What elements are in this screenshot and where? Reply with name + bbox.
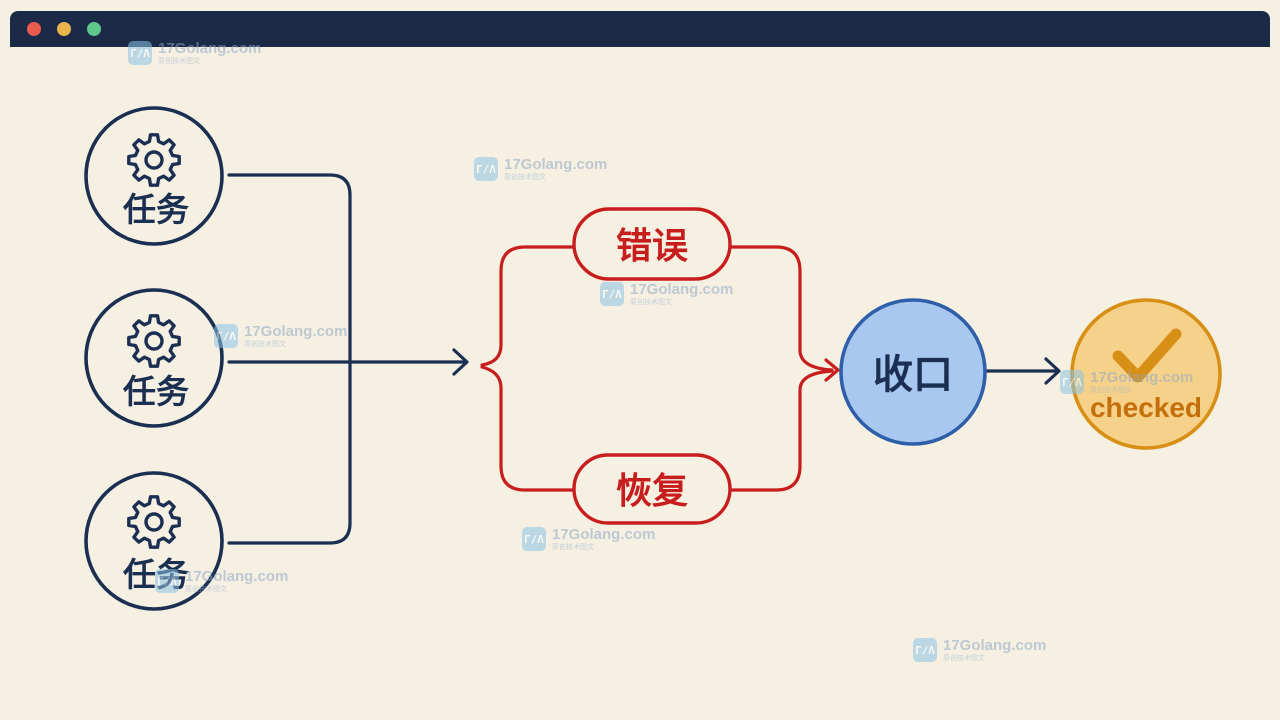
arrowhead-main xyxy=(452,348,469,376)
minimize-window-dot[interactable] xyxy=(57,22,71,36)
gear-icon xyxy=(127,495,181,549)
checked-label: checked xyxy=(1090,392,1202,423)
recover-node: 恢复 xyxy=(572,453,732,525)
maximize-window-dot[interactable] xyxy=(87,22,101,36)
checkmark-icon xyxy=(1112,328,1182,383)
recover-label: 恢复 xyxy=(616,471,688,512)
arrowhead-result xyxy=(1044,357,1061,385)
error-node: 错误 xyxy=(572,207,732,281)
error-label: 错误 xyxy=(616,226,688,267)
task-node-3: 任务 xyxy=(84,471,224,611)
brace-left-lower xyxy=(480,365,576,492)
gear-icon xyxy=(127,314,181,368)
brace-left-upper xyxy=(480,245,576,367)
connector-task1 xyxy=(227,173,352,545)
window-title-bar xyxy=(10,11,1270,47)
merge-label: 收口 xyxy=(873,352,953,398)
task-label-1: 任务 xyxy=(123,190,189,229)
brace-right-upper xyxy=(728,245,834,372)
task-label-2: 任务 xyxy=(123,372,189,411)
task-node-1: 任务 xyxy=(84,106,224,246)
close-window-dot[interactable] xyxy=(27,22,41,36)
merge-node: 收口 xyxy=(839,298,987,446)
arrowhead-merge xyxy=(824,358,840,382)
task-node-2: 任务 xyxy=(84,288,224,428)
checked-node: checked xyxy=(1070,298,1222,450)
gear-icon xyxy=(127,133,181,187)
brace-right-lower xyxy=(728,369,834,492)
task-label-3: 任务 xyxy=(123,555,189,594)
